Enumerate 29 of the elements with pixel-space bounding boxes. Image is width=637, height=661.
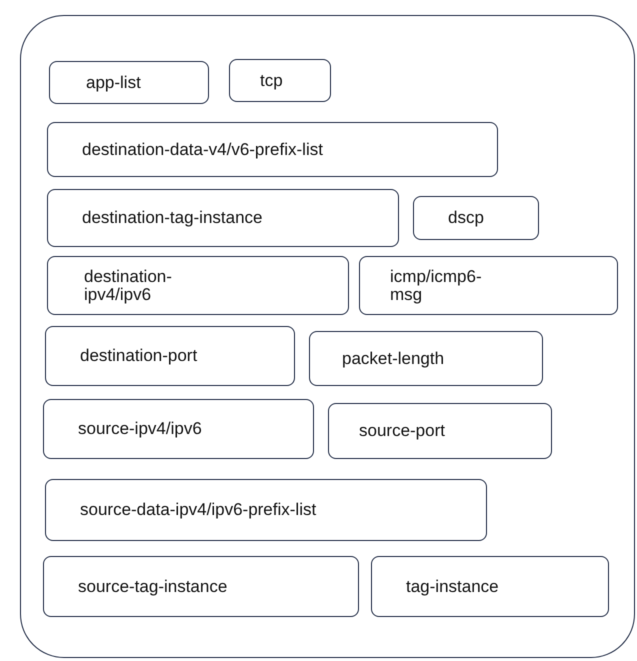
field-name: app-list: [86, 74, 141, 92]
field-name: source-ipv4/ipv6: [78, 420, 202, 438]
field-name: destination-port: [80, 347, 198, 365]
field-name: source-data-ipv4/ipv6-prefix-list: [80, 501, 316, 519]
field-box: [328, 403, 552, 459]
field-box: [47, 122, 498, 177]
field-box: [229, 59, 331, 102]
field-box: [371, 556, 609, 617]
field-name: destination-tag-instance: [82, 209, 263, 227]
field-name: destination-data-v4/v6-prefix-list: [82, 140, 323, 158]
field-name: packet-length: [342, 350, 444, 368]
field-box: [309, 331, 543, 386]
field-box: [45, 479, 487, 541]
field-name: tag-instance: [406, 578, 499, 596]
field-name: source-tag-instance: [78, 578, 228, 596]
field-name: icmp/icmp6-msg: [390, 268, 483, 304]
field-box: [47, 189, 399, 247]
field-name: source-port: [359, 422, 445, 440]
field-box: [43, 399, 314, 459]
container-panel: [20, 15, 635, 658]
field-box: [43, 556, 359, 617]
field-name: dscp: [448, 209, 484, 227]
field-box: [45, 326, 295, 386]
field-box: [47, 256, 349, 315]
field-box: [359, 256, 618, 315]
field-box: [49, 61, 209, 104]
field-name: destination-ipv4/ipv6: [84, 268, 173, 304]
field-box: [413, 196, 539, 240]
field-name: tcp: [260, 72, 283, 90]
